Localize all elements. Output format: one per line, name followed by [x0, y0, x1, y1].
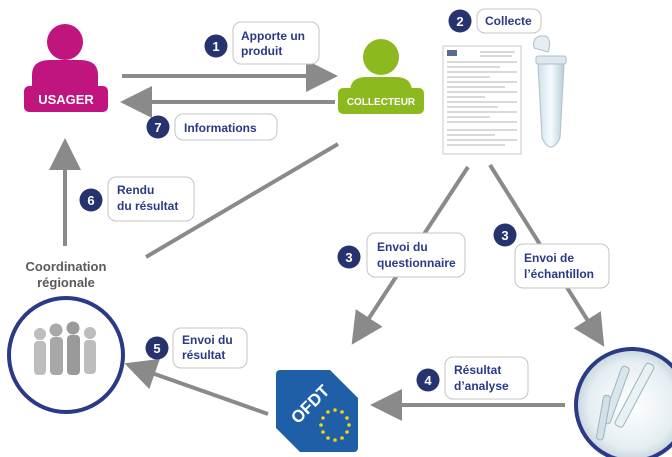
step-5-label-line1: Envoi du [182, 333, 233, 347]
step-3-questionnaire-badge [337, 245, 361, 269]
step-4-label-line2: d’analyse [454, 379, 509, 393]
step-5: 5 Envoi du résultat [145, 327, 248, 369]
step-1: 1 Apporte un produit [204, 21, 320, 65]
arrow-ofdt-to-coordination [124, 358, 269, 416]
step-5-number: 5 [153, 341, 160, 356]
step-4: 4 Résultat d’analyse [416, 356, 529, 400]
step-3-echantillon-badge [493, 223, 517, 247]
step-1-label-line2: produit [241, 44, 282, 58]
step-3-echantillon-label-line2: l’échantillon [524, 267, 594, 281]
step-3-questionnaire: 3 Envoi du questionnaire [337, 232, 466, 278]
step-2-label-line1: Collecte [485, 14, 532, 28]
step-6-label-line2: du résultat [117, 199, 178, 213]
step-4-badge [416, 368, 440, 392]
collecteur-label: COLLECTEUR [347, 97, 416, 108]
step-6-badge [79, 188, 103, 212]
arrow-coordination-to-collecteur [144, 142, 340, 259]
step-7-number: 7 [154, 120, 161, 135]
collecteur-head-icon [363, 39, 399, 75]
step-5-label-box [172, 327, 248, 369]
sample-tube-icon [533, 35, 567, 148]
step-3-echantillon: 3 Envoi de l’échantillon [493, 223, 610, 289]
usager-label-box [24, 86, 108, 112]
step-4-label-box [444, 356, 529, 400]
step-4-label-line1: Résultat [454, 363, 501, 377]
step-4-number: 4 [424, 373, 432, 388]
step-3-echantillon-number: 3 [501, 228, 508, 243]
step-1-badge [204, 34, 228, 58]
step-1-number: 1 [212, 39, 219, 54]
eu-stars-icon [319, 408, 351, 442]
step-7-badge [146, 115, 170, 139]
step-6-number: 6 [87, 193, 94, 208]
step-5-badge [145, 336, 169, 360]
questionnaire-form-icon [442, 45, 522, 155]
step-3-questionnaire-number: 3 [345, 250, 352, 265]
coordination-label-line1: Coordination [26, 259, 107, 274]
laboratory-icon [574, 347, 672, 457]
step-1-label-line1: Apporte un [241, 29, 305, 43]
step-1-label-box [232, 21, 320, 65]
usager-head-icon [47, 24, 83, 60]
step-3-questionnaire-label-box [366, 232, 466, 278]
step-7: 7 Informations [146, 113, 278, 141]
collecteur-label-box [338, 88, 424, 114]
step-2-label-box [476, 8, 542, 34]
usager-body-icon [32, 60, 98, 92]
step-6-label-box [107, 176, 195, 222]
step-5-label-line2: résultat [182, 348, 225, 362]
usager-label: USAGER [38, 92, 94, 107]
ofdt-logo: OFDT [276, 370, 358, 452]
step-2: 2 Collecte [448, 8, 542, 34]
step-3-questionnaire-label-line1: Envoi du [377, 240, 428, 254]
step-3-echantillon-label-line1: Envoi de [524, 251, 574, 265]
step-7-label-line1: Informations [184, 121, 257, 135]
step-3-questionnaire-label-line2: questionnaire [377, 256, 456, 270]
step-7-label-box [174, 113, 278, 141]
step-2-number: 2 [456, 14, 463, 29]
step-3-echantillon-label-box [514, 243, 610, 289]
step-6-label-line1: Rendu [117, 183, 154, 197]
collecteur-actor: COLLECTEUR [338, 39, 424, 114]
coordination-label-line2: régionale [37, 275, 95, 290]
step-6: 6 Rendu du résultat [79, 176, 195, 222]
coordination-group-icon [7, 296, 125, 414]
step-2-badge [448, 9, 472, 33]
usager-actor: USAGER [24, 24, 108, 112]
